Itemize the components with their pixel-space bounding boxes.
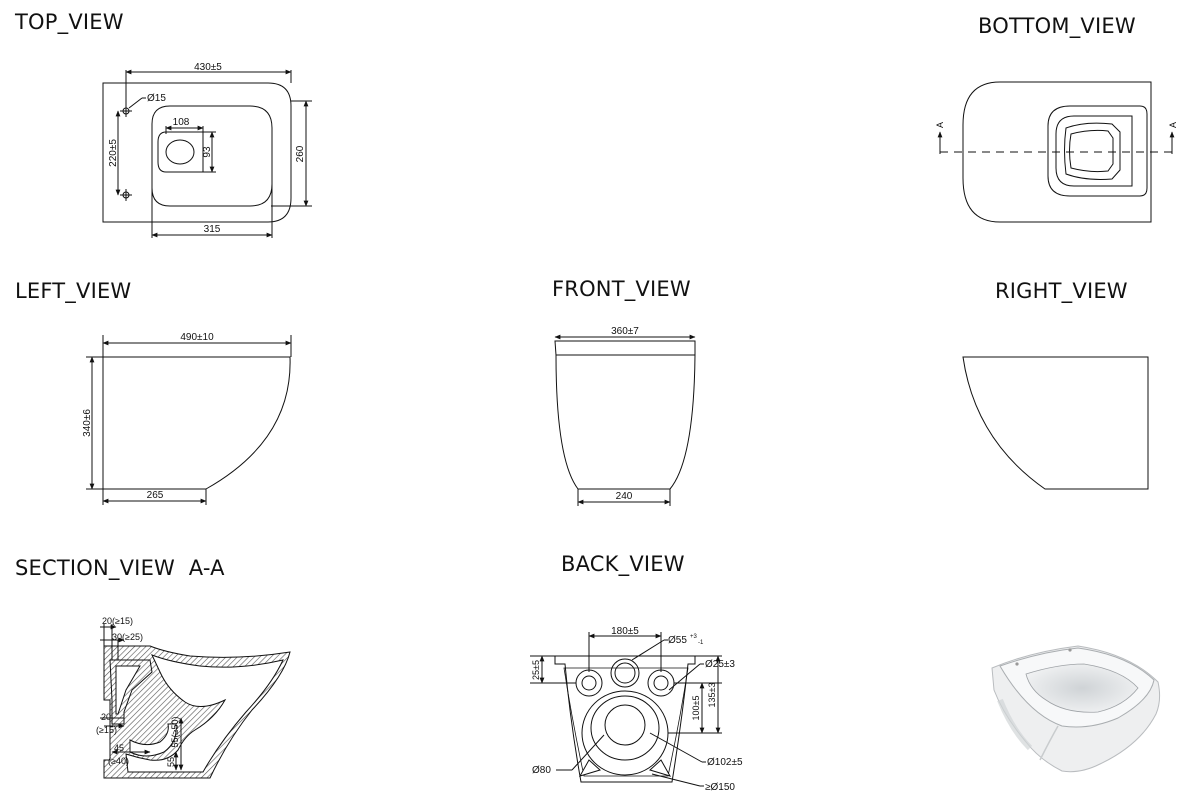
bottom-view-outline: [962, 81, 1152, 223]
back-view-outline: [554, 655, 696, 783]
dim-135: 135±3: [707, 683, 717, 708]
outlet-hole-icon: [578, 690, 672, 777]
dim-108: 108: [173, 117, 190, 128]
dim-340: 340±6: [82, 409, 93, 437]
section-view: [100, 624, 291, 779]
dim-220: 220±5: [108, 139, 119, 167]
dim-outlet-102: Ø102±5: [707, 757, 743, 768]
dim-100: 100±5: [691, 696, 701, 721]
front-view: [554, 334, 696, 506]
product-photo: [991, 645, 1161, 773]
right-view-title: RIGHT_VIEW: [995, 279, 1128, 303]
dim-55-50: 55(≥50): [170, 717, 180, 748]
toilet-bowl: [1025, 663, 1139, 713]
dim-outlet-150: ≥Ø150: [705, 782, 735, 793]
front-view-outline: [554, 340, 696, 490]
dim-15: (≥15): [96, 725, 117, 735]
top-view-title: TOP_VIEW: [15, 10, 124, 34]
dim-490: 490±10: [180, 332, 214, 343]
bottom-view-base: [1047, 105, 1148, 197]
dim-93: 93: [202, 146, 213, 158]
top-view-outline: [102, 82, 292, 223]
back-view-title: BACK_VIEW: [561, 552, 685, 576]
dim-side-hole-25: Ø25±3: [705, 659, 735, 670]
dim-265: 265: [147, 490, 164, 501]
bottom-view: [937, 81, 1176, 223]
dim-240: 240: [616, 491, 633, 502]
dim-top-hole-tol: +3: [690, 634, 698, 640]
dim-top-hole-tol2: -1: [698, 640, 704, 646]
dim-20: 20: [101, 712, 111, 722]
right-view-outline: [962, 356, 1149, 490]
right-fixing-hole-icon: [647, 669, 675, 697]
section-view-title: SECTION_VIEW A-A: [15, 556, 225, 580]
dim-260: 260: [295, 145, 306, 162]
dim-55: 55: [166, 757, 176, 767]
section-inner-cavity: [125, 654, 284, 773]
left-view: [86, 335, 292, 505]
dim-outlet-80: Ø80: [532, 765, 551, 776]
section-water-seal: [129, 723, 177, 757]
dim-40: (≥40): [108, 756, 129, 766]
front-view-title: FRONT_VIEW: [552, 277, 691, 301]
bottom-view-title: BOTTOM_VIEW: [978, 14, 1136, 38]
mounting-hole-bottom-icon: [120, 189, 132, 201]
dim-360: 360±7: [611, 326, 639, 337]
section-marker-right: A: [1168, 122, 1178, 128]
dim-20-15: 20(≥15): [102, 616, 133, 626]
left-view-title: LEFT_VIEW: [15, 279, 132, 303]
dim-30-25: 30(≥25): [112, 632, 143, 642]
dim-hole-15: Ø15: [147, 93, 166, 104]
top-view-outlet: [157, 131, 204, 173]
back-view: [530, 632, 722, 787]
top-view-bowl: [151, 105, 273, 207]
section-marker-left: A: [935, 122, 945, 128]
right-view: [962, 356, 1149, 490]
top-view-outlet-opening: [165, 139, 195, 165]
left-fixing-hole-icon: [575, 669, 603, 697]
dim-180: 180±5: [611, 626, 639, 637]
dim-45: 45: [114, 743, 124, 753]
dim-25-offset: 25±5: [531, 660, 541, 680]
top-inlet-hole-icon: [610, 658, 640, 688]
top-view: [102, 69, 312, 238]
mounting-hole-top-icon: [120, 105, 132, 117]
dim-top-hole-55: Ø55: [668, 635, 687, 646]
dim-430: 430±5: [194, 62, 222, 73]
left-view-outline: [102, 356, 291, 490]
dim-315: 315: [204, 224, 221, 235]
